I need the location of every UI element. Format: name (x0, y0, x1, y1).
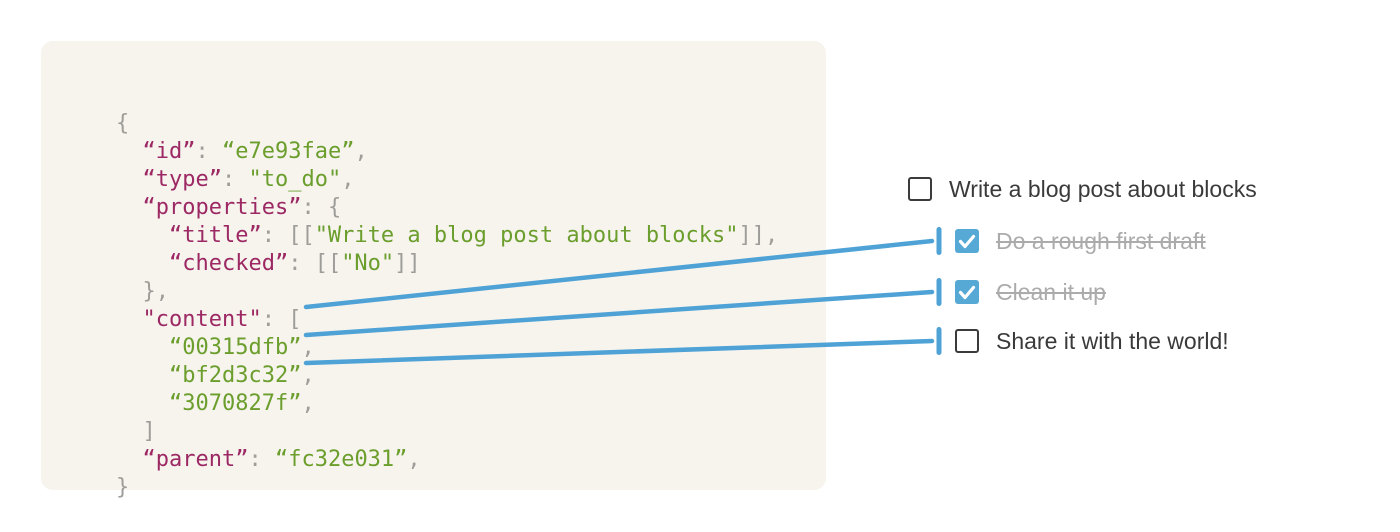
code-token-punct (116, 195, 143, 220)
todo-label: Do a rough first draft (996, 227, 1206, 254)
code-token-string: “3070827f” (168, 391, 302, 416)
code-line-8: “00315dfb”, (116, 334, 778, 362)
code-token-string: “bf2d3c32” (168, 363, 302, 388)
code-token-punct (116, 447, 143, 472)
code-token-punct: , (341, 167, 355, 192)
code-line-5: “checked”: [["No"]] (116, 250, 778, 278)
code-token-key: “checked” (168, 251, 289, 276)
code-token-string: “00315dfb” (168, 335, 302, 360)
connector-endcap-00315dfb (936, 227, 942, 255)
code-token-punct: , (301, 391, 315, 416)
code-token-string: "No" (341, 251, 395, 276)
code-token-punct (116, 251, 169, 276)
code-token-punct (116, 139, 143, 164)
code-token-punct: ]] (394, 251, 421, 276)
connector-endcap-bf2d3c32 (936, 278, 942, 306)
code-token-punct (116, 167, 143, 192)
code-token-key: “parent” (142, 447, 249, 472)
checkbox-unchecked[interactable] (908, 177, 932, 201)
code-token-punct: }, (116, 279, 169, 304)
code-token-key: "content" (142, 307, 262, 332)
connector-endcap-3070827f (936, 327, 942, 355)
code-token-string: "to_do" (248, 167, 342, 192)
checkbox-checked[interactable] (955, 280, 979, 304)
code-token-string: "Write a blog post about blocks" (314, 223, 739, 248)
code-token-punct (116, 363, 169, 388)
todo-label: Write a blog post about blocks (949, 175, 1257, 202)
code-line-12: “parent”: “fc32e031”, (116, 446, 778, 474)
code-line-4: “title”: [["Write a blog post about bloc… (116, 222, 778, 250)
code-token-key: “title” (168, 223, 262, 248)
json-code-panel: { “id”: “e7e93fae”, “type”: "to_do", “pr… (41, 41, 826, 500)
code-token-punct (116, 223, 169, 248)
code-line-7: "content": [ (116, 306, 778, 334)
code-token-string: “e7e93fae” (221, 139, 355, 164)
checkmark-icon (958, 234, 976, 249)
code-line-1: “id”: “e7e93fae”, (116, 138, 778, 166)
code-token-punct (116, 335, 169, 360)
code-token-punct: ] (116, 419, 156, 444)
code-line-6: }, (116, 278, 778, 306)
code-token-punct: , (301, 363, 315, 388)
code-token-punct: : [[ (261, 223, 315, 248)
code-token-string: “fc32e031” (274, 447, 408, 472)
code-line-0: { (116, 110, 778, 138)
code-token-punct: ]], (738, 223, 779, 248)
code-line-2: “type”: "to_do", (116, 166, 778, 194)
code-token-punct: , (354, 139, 368, 164)
code-token-punct: { (116, 111, 130, 136)
code-token-punct: : (248, 447, 275, 472)
code-token-punct: } (116, 475, 130, 500)
code-line-11: ] (116, 418, 778, 446)
todo-label: Share it with the world! (996, 327, 1229, 354)
code-token-punct: : (221, 167, 249, 192)
code-token-key: “id” (142, 139, 196, 164)
checkbox-checked[interactable] (955, 229, 979, 253)
code-token-key: “type” (142, 167, 222, 192)
code-line-13: } (116, 474, 778, 502)
code-token-punct: : { (301, 195, 342, 220)
code-token-punct: , (407, 447, 421, 472)
todo-item-1: Do a rough first draft (955, 227, 1206, 255)
code-token-punct: : [ (261, 307, 302, 332)
checkbox-unchecked[interactable] (955, 329, 979, 353)
checkmark-icon (958, 285, 976, 300)
code-block: { “id”: “e7e93fae”, “type”: "to_do", “pr… (116, 110, 778, 502)
todo-item-3: Share it with the world! (955, 327, 1229, 355)
code-token-punct: : [[ (288, 251, 342, 276)
code-token-punct (116, 391, 169, 416)
code-line-9: “bf2d3c32”, (116, 362, 778, 390)
code-token-punct: , (301, 335, 315, 360)
todo-item-2: Clean it up (955, 278, 1106, 306)
todo-label: Clean it up (996, 278, 1106, 305)
todo-item-0: Write a blog post about blocks (908, 175, 1257, 203)
code-line-3: “properties”: { (116, 194, 778, 222)
code-token-punct: : (195, 139, 222, 164)
code-token-key: “properties” (142, 195, 302, 220)
code-token-punct (116, 307, 143, 332)
code-line-10: “3070827f”, (116, 390, 778, 418)
